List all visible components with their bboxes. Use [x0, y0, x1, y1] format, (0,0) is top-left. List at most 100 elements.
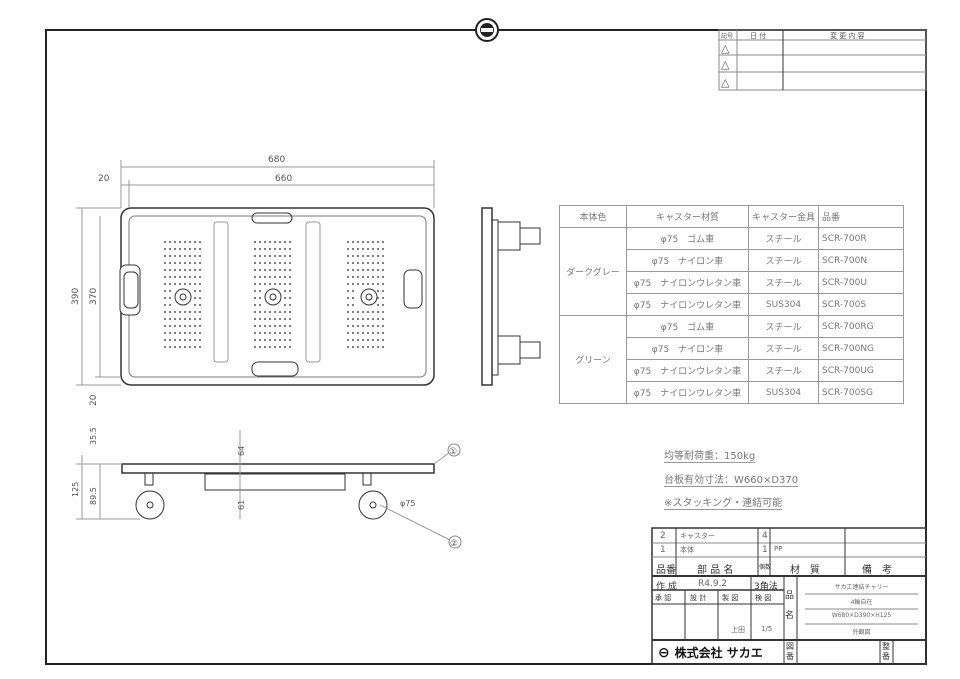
perforation-dot: [284, 339, 286, 341]
perforation-dot: [377, 346, 379, 348]
perforation-dot: [352, 346, 354, 348]
perforation-dot: [274, 346, 276, 348]
perforation-dot: [179, 276, 181, 278]
perforation-dot: [269, 311, 271, 313]
perforation-dot: [259, 255, 261, 257]
perforation-dot: [274, 255, 276, 257]
perforation-dot: [174, 311, 176, 313]
perforation-dot: [169, 339, 171, 341]
perforation-dot: [179, 262, 181, 264]
perforation-dot: [194, 248, 196, 250]
perforation-dot: [254, 332, 256, 334]
perforation-dot: [367, 248, 369, 250]
perforation-dot: [382, 311, 384, 313]
perforation-dot: [289, 311, 291, 313]
perforation-dot: [169, 325, 171, 327]
perforation-dot: [169, 318, 171, 320]
perforation-dot: [164, 241, 166, 243]
perforation-dot: [199, 346, 201, 348]
balloon-1-label: ①: [449, 447, 457, 457]
perforation-dot: [382, 304, 384, 306]
perforation-dot: [362, 339, 364, 341]
perforation-dot: [377, 255, 379, 257]
perforation-dot: [284, 346, 286, 348]
dim-bottom-offset: 20: [89, 394, 99, 406]
perforation-dot: [264, 241, 266, 243]
perforation-dot: [164, 248, 166, 250]
perforation-dot: [164, 290, 166, 292]
perforation-dot: [289, 318, 291, 320]
perforation-dot: [377, 339, 379, 341]
perforation-dot: [194, 297, 196, 299]
perforation-dot: [194, 255, 196, 257]
cell-part-number: SCR-700S: [818, 293, 905, 316]
perforation-dot: [289, 304, 291, 306]
perforation-dot: [259, 297, 261, 299]
dim-top-height: 35.5: [89, 427, 98, 445]
perforation-dot: [174, 269, 176, 271]
cell-caster-material: φ75 ナイロン車: [626, 337, 749, 360]
perforation-dot: [372, 255, 374, 257]
perforation-dot: [382, 297, 384, 299]
perforation-dot: [194, 290, 196, 292]
perforation-dot: [357, 332, 359, 334]
perforation-dot: [174, 276, 176, 278]
perforation-dot: [289, 241, 291, 243]
perforation-dot: [189, 325, 191, 327]
perforation-dot: [259, 269, 261, 271]
perforation-dot: [367, 262, 369, 264]
perforation-dot: [274, 318, 276, 320]
perforation-dot: [184, 283, 186, 285]
drafter: 上田: [731, 626, 745, 634]
rev-header-date: 日 付: [750, 31, 766, 40]
cell-caster-fitting: スチール: [747, 271, 820, 294]
name-line: W680×D390×H125: [831, 612, 892, 619]
perforation-dot: [254, 346, 256, 348]
perforation-dot: [259, 290, 261, 292]
perforation-dot: [259, 276, 261, 278]
perforation-dot: [279, 325, 281, 327]
name-line: サカエ連結チャリー: [834, 584, 889, 591]
perforation-dot: [269, 318, 271, 320]
perforation-dot: [269, 269, 271, 271]
perforation-dot: [362, 255, 364, 257]
perforation-dot: [164, 311, 166, 313]
perforation-dot: [254, 339, 256, 341]
perforation-dot: [259, 283, 261, 285]
perforation-dot: [189, 269, 191, 271]
perforation-dot: [264, 262, 266, 264]
perforation-dot: [189, 283, 191, 285]
projection: 3角法: [754, 582, 778, 592]
perforation-dot: [284, 241, 286, 243]
perforation-dot: [347, 346, 349, 348]
perforation-dot: [352, 304, 354, 306]
balloon-2-label: ②: [450, 539, 458, 549]
perforation-dot: [362, 262, 364, 264]
perforation-dot: [362, 276, 364, 278]
perforation-dot: [352, 339, 354, 341]
perforation-dot: [372, 339, 374, 341]
perforation-dot: [377, 297, 379, 299]
perforation-dot: [377, 318, 379, 320]
perforation-dot: [269, 339, 271, 341]
perforation-dot: [367, 346, 369, 348]
perforation-dot: [357, 318, 359, 320]
perforation-dot: [372, 325, 374, 327]
cell-part-number: SCR-700UG: [818, 359, 905, 382]
rev-header-mark: 記号: [721, 32, 733, 40]
created-label: 作 成: [656, 582, 677, 592]
perforation-dot: [279, 346, 281, 348]
header-part-name: 部 品 名: [697, 565, 734, 576]
rev-mark: △: [721, 42, 730, 55]
perforation-dot: [169, 276, 171, 278]
perforation-dot: [189, 255, 191, 257]
perforation-dot: [362, 283, 364, 285]
cell-caster-fitting: スチール: [747, 227, 820, 250]
cell-part-number: SCR-700RG: [818, 315, 905, 338]
perforation-dot: [189, 311, 191, 313]
perforation-dot: [362, 318, 364, 320]
plan-view: [119, 207, 435, 386]
